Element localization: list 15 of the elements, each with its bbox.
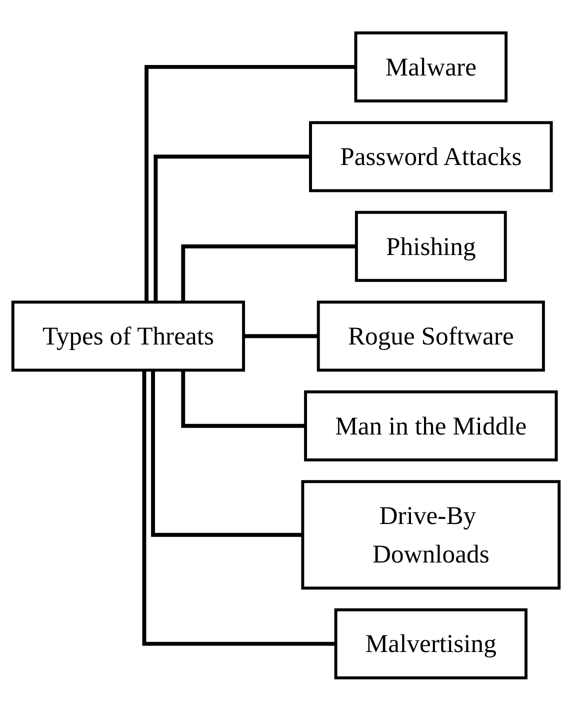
node-box — [309, 121, 553, 192]
connector — [154, 154, 310, 302]
connector — [144, 65, 356, 302]
connector — [181, 244, 356, 302]
tree-diagram: Types of Threats Malware Password Attacks Phishing Rogue Software Man in the Middle Drive-By Downloads Malvertising — [5, 25, 567, 686]
connector — [151, 370, 303, 537]
node-box — [301, 480, 561, 590]
connector — [142, 370, 336, 646]
node-box — [354, 32, 508, 103]
node-box — [316, 300, 545, 372]
connector — [181, 370, 306, 428]
node-box — [304, 390, 558, 462]
node-box — [354, 211, 507, 282]
node-box — [334, 608, 528, 680]
node-box — [11, 300, 246, 372]
